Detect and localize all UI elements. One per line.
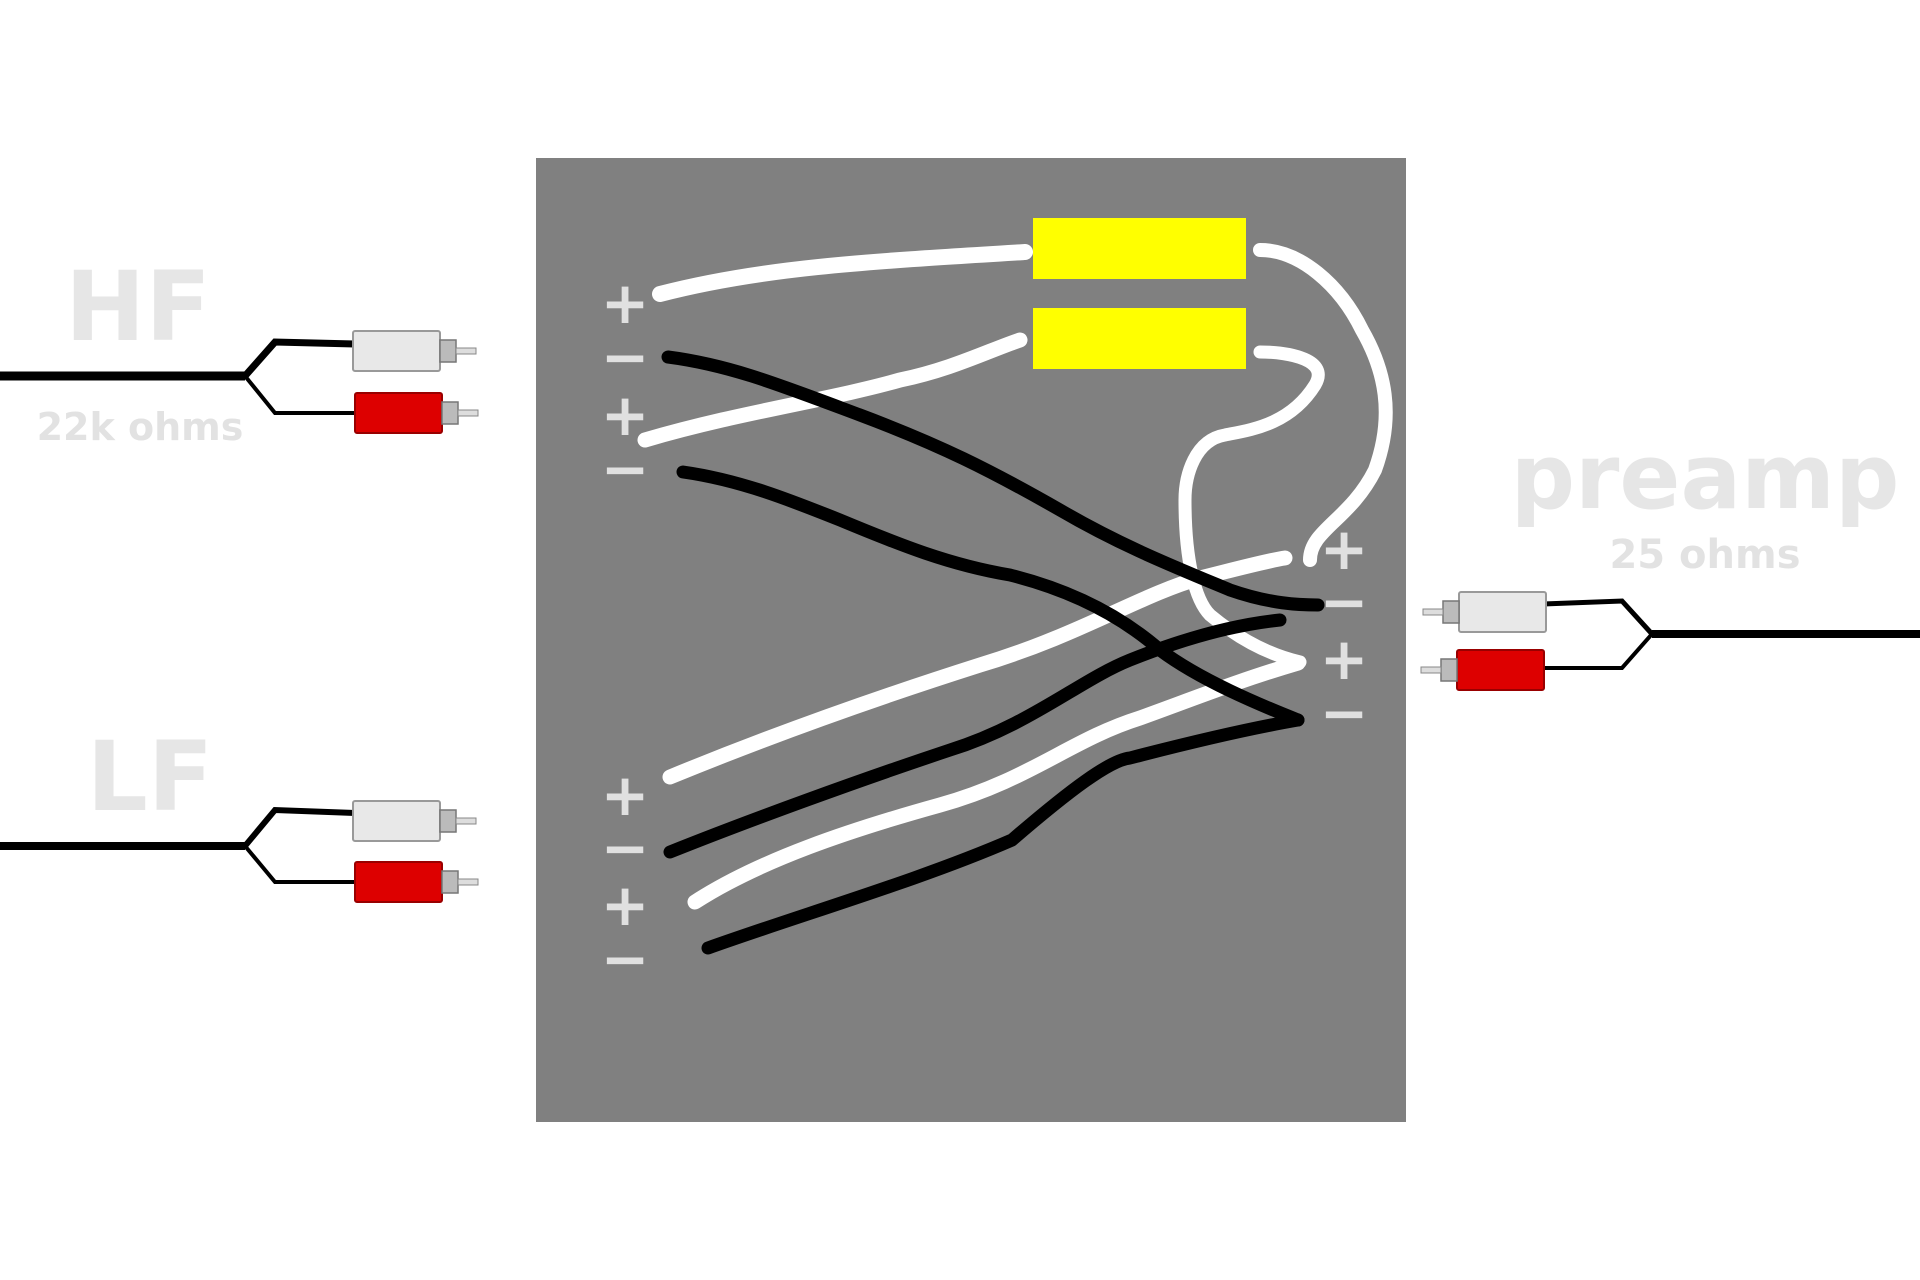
terminal-right-2: − — [1320, 568, 1369, 636]
rca-plug-red-hf — [354, 392, 479, 434]
terminal-right-3: + — [1320, 625, 1369, 693]
terminals-right: + − + − — [1320, 515, 1369, 747]
terminal-right-4: − — [1320, 679, 1369, 747]
component-bottom — [1033, 308, 1246, 369]
junction-box — [536, 158, 1406, 1122]
wire-hf-minus-2-to-right-minus-2 — [676, 465, 1305, 727]
rca-plug-white-lf — [352, 800, 477, 842]
terminal-left-bottom-3: + — [601, 871, 650, 939]
wire-hf-plus-2-to-component — [637, 332, 1028, 448]
wire-lf-plus-2-to-right-plus-2 — [687, 655, 1306, 910]
wire-component-bottom-to-right-plus-2 — [1178, 345, 1325, 669]
terminals-left-top: + − + − — [601, 269, 650, 503]
terminal-left-top-3: + — [601, 381, 650, 449]
rca-plug-white-hf — [352, 330, 477, 372]
lf-cable — [0, 800, 479, 903]
preamp-cable — [1420, 591, 1920, 691]
wire-lf-minus-2-to-right-minus-2 — [701, 713, 1305, 955]
hf-cable — [0, 330, 479, 434]
terminal-left-top-4: − — [601, 435, 650, 503]
terminal-left-top-2: − — [601, 323, 650, 391]
wire-hf-plus-1-to-component — [652, 244, 1033, 302]
hf-title: HF — [65, 251, 211, 363]
wire-lf-minus-1-to-right-minus-1 — [663, 613, 1287, 859]
rca-plug-red-preamp — [1420, 649, 1545, 691]
terminal-right-1: + — [1320, 515, 1369, 583]
wire-hf-minus-1-to-right-minus-1 — [661, 350, 1325, 612]
rca-plug-red-lf — [354, 861, 479, 903]
wire-lf-plus-1-to-right-plus-1 — [662, 550, 1293, 785]
lf-title: LF — [87, 721, 214, 833]
preamp-impedance: 25 ohms — [1609, 532, 1800, 578]
hf-impedance: 22k ohms — [37, 405, 244, 449]
preamp-title: preamp — [1511, 425, 1900, 530]
rca-plug-white-preamp — [1422, 591, 1547, 633]
wire-component-top-to-right-plus-1 — [1253, 243, 1393, 567]
terminal-left-bottom-4: − — [601, 925, 650, 993]
terminals-left-bottom: + − + − — [601, 761, 650, 993]
component-top — [1033, 218, 1246, 279]
terminal-left-bottom-1: + — [601, 761, 650, 829]
terminal-left-top-1: + — [601, 269, 650, 337]
terminal-left-bottom-2: − — [601, 814, 650, 882]
